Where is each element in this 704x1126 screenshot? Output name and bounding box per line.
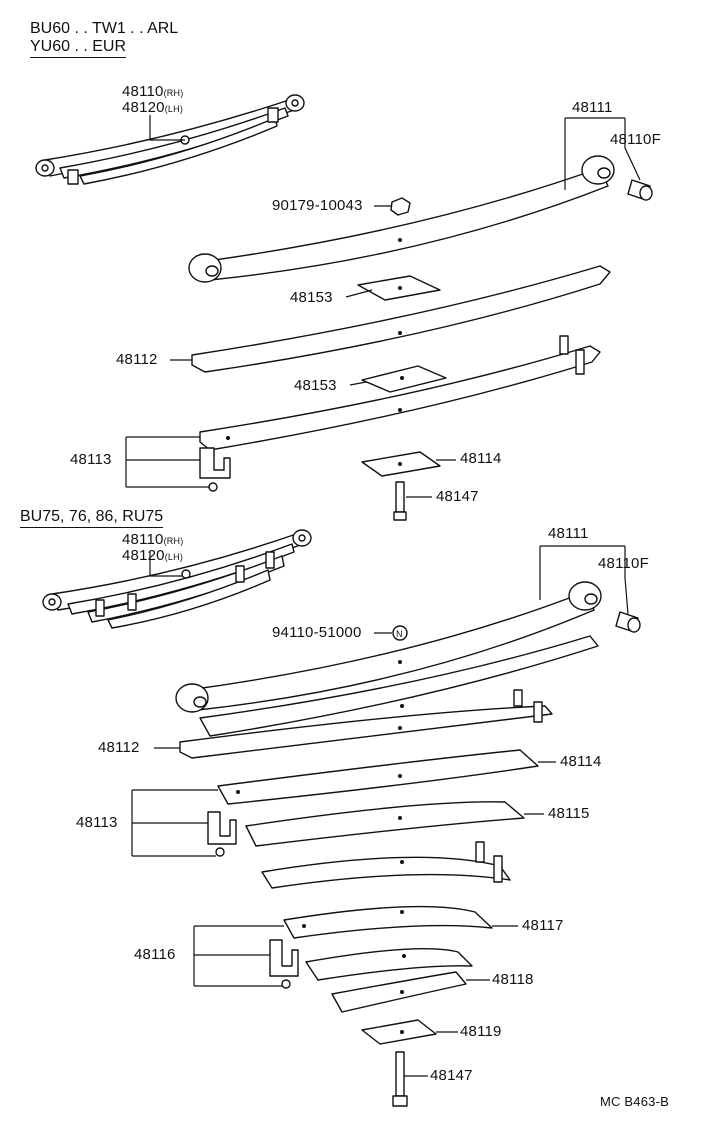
label-bushing-s1: 48110F xyxy=(610,131,661,148)
label-pad-upper-s1: 48153 xyxy=(290,289,333,306)
leaf-with-clip-s1 xyxy=(199,335,601,451)
label-leaf4-s2: 48115 xyxy=(548,805,590,822)
label-leaf3-s2: 48114 xyxy=(560,753,602,770)
section1-header-line2: YU60 . . EUR xyxy=(30,38,127,58)
label-nut-s2: 94110-51000 xyxy=(272,624,362,641)
label-pad-lower-s1: 48153 xyxy=(294,377,337,394)
assy-rh-label-s1: 48110(RH) xyxy=(122,84,183,101)
leaf-unlabeled-s2 xyxy=(261,841,511,889)
assy-lh-label-s1: 48120(LH) xyxy=(122,100,183,117)
assy-rh-suffix: (RH) xyxy=(163,536,184,546)
bolt-48147-s2 xyxy=(392,1051,408,1107)
assy-rh-suffix: (RH) xyxy=(163,88,184,98)
clip-48113-s2 xyxy=(207,811,237,857)
label-bolt-s2: 48147 xyxy=(430,1067,473,1084)
section2-header: BU75, 76, 86, RU75 xyxy=(20,508,164,528)
pad-48153-lower-s1 xyxy=(361,365,447,393)
label-leaf5-s2: 48117 xyxy=(522,917,564,934)
clip-48116-s2 xyxy=(269,939,299,989)
leaf-48112-s2 xyxy=(179,689,553,759)
label-bushing-s2: 48110F xyxy=(598,555,649,572)
leader-lines-s2 xyxy=(131,545,629,1077)
label-main-leaf-s2: 48111 xyxy=(548,525,589,542)
label-clip1-s2: 48113 xyxy=(76,814,118,831)
label-leaf2-s1: 48112 xyxy=(116,351,158,368)
bushing-48110F-s2 xyxy=(615,611,641,633)
assy-lh-suffix: (LH) xyxy=(164,104,184,114)
label-spacer-s1: 48114 xyxy=(460,450,502,467)
nut-s2: N xyxy=(392,625,408,641)
main-leaf-48111-s2 xyxy=(175,581,602,713)
label-nut-s1: 90179-10043 xyxy=(272,197,363,214)
leaf-48115-s2 xyxy=(245,801,525,847)
label-spacer-s2: 48119 xyxy=(460,1023,502,1040)
label-clip2-s2: 48116 xyxy=(134,946,176,963)
leaf-48118-s2 xyxy=(305,947,473,981)
assy-rh-label-s2: 48110(RH) xyxy=(122,532,183,549)
assy-lh-label-s2: 48120(LH) xyxy=(122,548,183,565)
leaf-48112-upper-s2 xyxy=(199,635,599,737)
leaf-6-s2 xyxy=(331,971,467,1013)
figure-reference-code: MC B463-B xyxy=(600,1094,669,1109)
spacer-48119-s2 xyxy=(361,1019,437,1045)
main-leaf-48111-s1 xyxy=(188,155,615,283)
leaf-48117-s2 xyxy=(283,905,493,939)
label-clip-s1: 48113 xyxy=(70,451,112,468)
assy-lh-number: 48120 xyxy=(122,547,165,564)
clip-48113-s1 xyxy=(199,447,231,492)
label-leaf6-s2: 48118 xyxy=(492,971,534,988)
leaf-48112-s1 xyxy=(191,265,611,373)
label-leaf2-s2: 48112 xyxy=(98,739,140,756)
leader-lines-s1 xyxy=(125,115,641,498)
leaf-48114-s2 xyxy=(217,749,539,805)
leaf-spring-assembly-thumbnail-1 xyxy=(35,94,305,185)
bolt-48147-s1 xyxy=(393,481,407,521)
bushing-48110F-s1 xyxy=(627,179,653,201)
svg-text:N: N xyxy=(396,629,403,639)
assy-lh-suffix: (LH) xyxy=(164,552,184,562)
section1-header-line1: BU60 . . TW1 . . ARL xyxy=(30,20,179,37)
assy-rh-number: 48110 xyxy=(122,83,164,100)
assy-lh-number: 48120 xyxy=(122,99,165,116)
label-main-leaf-s1: 48111 xyxy=(572,99,613,116)
label-bolt-s1: 48147 xyxy=(436,488,479,505)
assy-rh-number: 48110 xyxy=(122,531,164,548)
leaf-spring-assembly-thumbnail-2 xyxy=(42,529,312,629)
nut-s1 xyxy=(390,197,411,216)
